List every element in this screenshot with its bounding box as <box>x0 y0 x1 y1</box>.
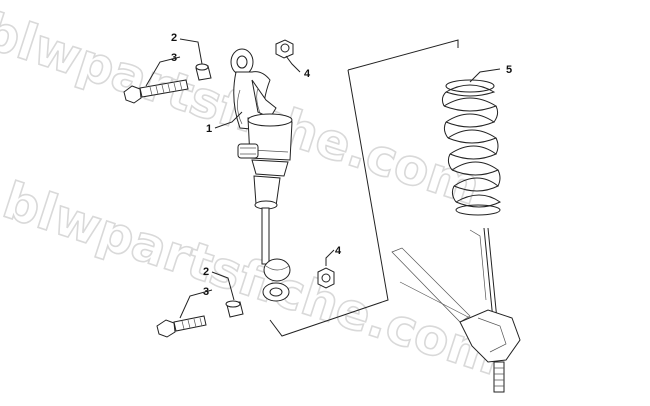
callout-5: 5 <box>506 64 512 76</box>
leader-3-bottom <box>179 289 213 319</box>
callout-2-top: 2 <box>171 32 177 44</box>
leader-4-top <box>285 55 301 73</box>
callout-2-bottom: 2 <box>203 266 209 278</box>
suspension-arm <box>391 229 521 393</box>
callout-labels: 2 3 4 1 5 2 3 4 <box>171 32 512 298</box>
callout-4-bottom: 4 <box>335 245 342 257</box>
leader-5 <box>469 68 501 83</box>
leader-2-bottom <box>211 271 235 301</box>
top-spacer <box>195 63 212 81</box>
top-nut <box>275 39 294 59</box>
callout-1: 1 <box>206 123 212 135</box>
bottom-bolt <box>156 315 207 338</box>
leader-3-top <box>145 56 181 87</box>
bottom-nut <box>317 267 335 289</box>
leader-lines <box>145 38 501 319</box>
coil-spring <box>441 79 501 216</box>
leader-1 <box>214 111 243 129</box>
frame-line-top <box>347 39 459 71</box>
leader-4-bottom <box>325 249 335 266</box>
shock-absorber <box>230 48 293 302</box>
callout-3-bottom: 3 <box>203 286 209 298</box>
top-bolt <box>123 79 189 104</box>
frame-line-left <box>269 69 389 337</box>
callout-3-top: 3 <box>171 52 177 64</box>
watermark-group: blwpartsfiche.com blwpartsfiche.com <box>0 0 508 387</box>
leader-2-top <box>179 38 203 65</box>
assembly-frame-lines <box>269 39 459 337</box>
bottom-spacer <box>225 300 244 318</box>
callout-4-top: 4 <box>304 68 311 80</box>
